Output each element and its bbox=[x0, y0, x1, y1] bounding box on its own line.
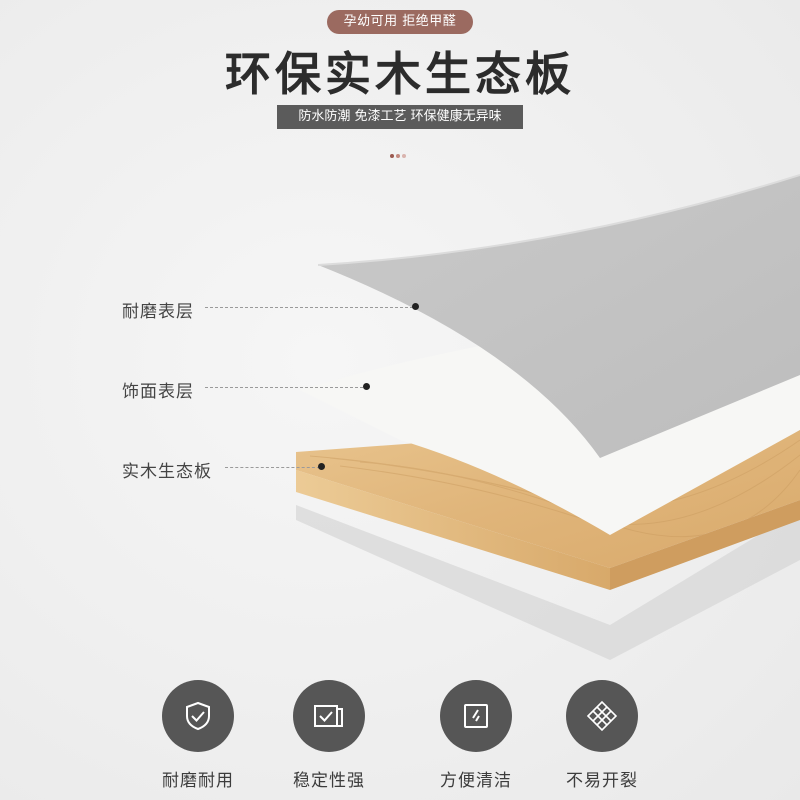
stacked-check-icon bbox=[314, 705, 343, 727]
feature-wear-resistant: 耐磨耐用 bbox=[128, 680, 268, 791]
feature-circle bbox=[440, 680, 512, 752]
lattice-icon bbox=[586, 700, 618, 732]
leader-dot-wear bbox=[412, 303, 419, 310]
wear-layer bbox=[318, 175, 800, 458]
feature-circle bbox=[566, 680, 638, 752]
layer-label-board: 实木生态板 bbox=[122, 462, 212, 482]
feature-easy-clean: 方便清洁 bbox=[406, 680, 546, 791]
feature-label: 稳定性强 bbox=[293, 771, 365, 791]
leader-line-board bbox=[225, 467, 320, 468]
feature-label: 不易开裂 bbox=[566, 771, 638, 791]
top-badge: 孕幼可用 拒绝甲醛 bbox=[327, 10, 473, 34]
wood-board-edge bbox=[296, 452, 610, 590]
feature-circle bbox=[293, 680, 365, 752]
feature-circle bbox=[162, 680, 234, 752]
layer-label-decor: 饰面表层 bbox=[122, 382, 194, 402]
feature-crack-resistant: 不易开裂 bbox=[532, 680, 672, 791]
square-slash-icon bbox=[464, 704, 488, 728]
wood-board-side bbox=[610, 500, 800, 590]
shield-check-icon bbox=[186, 701, 210, 731]
leader-dot-decor bbox=[363, 383, 370, 390]
page-title: 环保实木生态板 bbox=[225, 47, 575, 101]
leader-line-decor bbox=[205, 387, 363, 388]
feature-stability: 稳定性强 bbox=[259, 680, 399, 791]
layer-label-wear: 耐磨表层 bbox=[122, 302, 194, 322]
board-shadow bbox=[296, 505, 800, 660]
subtitle-banner: 防水防潮 免漆工艺 环保健康无异味 bbox=[277, 105, 523, 129]
feature-label: 方便清洁 bbox=[440, 771, 512, 791]
feature-label: 耐磨耐用 bbox=[162, 771, 234, 791]
decorative-dots bbox=[390, 143, 408, 162]
leader-dot-board bbox=[318, 463, 325, 470]
leader-line-wear bbox=[205, 307, 413, 308]
